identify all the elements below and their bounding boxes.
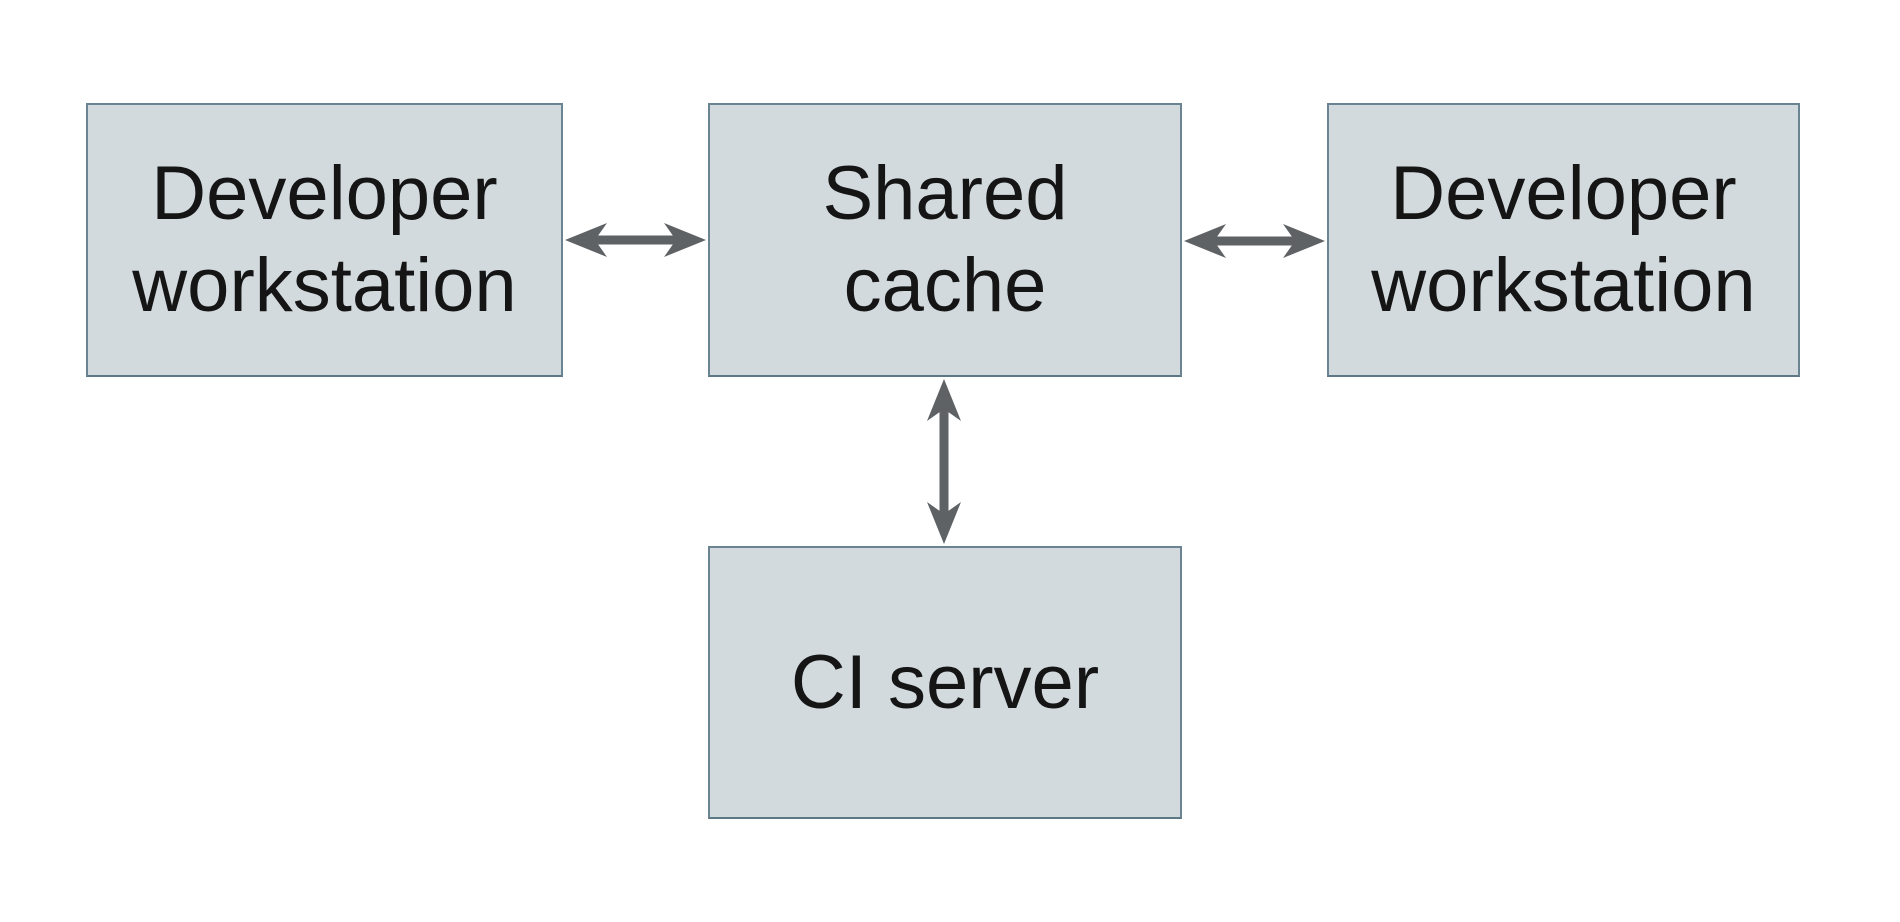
node-label-line: Shared [822, 151, 1068, 236]
node-developer-workstation-right: Developer workstation [1327, 103, 1800, 377]
node-label-line: Developer [151, 151, 498, 236]
bidirectional-arrow-cache-ci [927, 379, 961, 544]
node-label-line: CI server [790, 639, 1100, 725]
node-label-line: workstation [1371, 243, 1756, 328]
node-label-line: cache [843, 243, 1047, 328]
node-label-line: Developer [1390, 151, 1737, 236]
node-developer-workstation-left: Developer workstation [86, 103, 563, 377]
bidirectional-arrow-cache-right [1184, 224, 1325, 258]
bidirectional-arrow-left-cache [565, 223, 706, 257]
node-ci-server: CI server [708, 546, 1182, 819]
node-shared-cache: Shared cache [708, 103, 1182, 377]
node-label-line: workstation [132, 243, 517, 328]
